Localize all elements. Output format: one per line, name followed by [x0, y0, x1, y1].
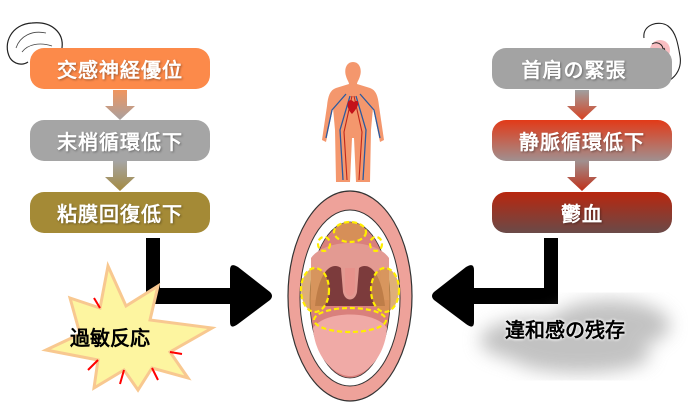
cloud-icon — [480, 300, 670, 373]
step-venous-circulation-decline: 静脈循環低下 — [492, 120, 672, 161]
down-arrow-icon — [105, 90, 135, 120]
step-label: 首肩の緊張 — [521, 58, 627, 82]
circulatory-body-icon — [322, 62, 384, 182]
step-mucosal-recovery-decline: 粘膜回復低下 — [30, 192, 210, 233]
step-peripheral-circulation-decline: 末梢循環低下 — [30, 120, 210, 161]
step-label: 鬱血 — [561, 202, 603, 226]
down-arrow-icon — [105, 161, 135, 191]
step-label: 末梢循環低下 — [57, 130, 183, 154]
step-label: 粘膜回復低下 — [57, 202, 183, 226]
step-congestion: 鬱血 — [492, 192, 672, 233]
right-arrow-icon — [146, 238, 272, 327]
step-neck-shoulder-tension: 首肩の緊張 — [492, 48, 672, 89]
step-label: 静脈循環低下 — [519, 130, 645, 154]
left-arrow-icon — [432, 238, 558, 327]
down-arrow-icon — [567, 161, 597, 191]
hypersensitivity-label: 過敏反応 — [70, 326, 150, 350]
residual-discomfort-label: 違和感の残存 — [505, 318, 625, 342]
step-sympathetic-dominance: 交感神経優位 — [30, 48, 210, 89]
open-mouth-icon — [287, 190, 413, 402]
burst-icon — [41, 261, 217, 393]
down-arrow-icon — [567, 90, 597, 120]
step-label: 交感神経優位 — [57, 58, 183, 82]
